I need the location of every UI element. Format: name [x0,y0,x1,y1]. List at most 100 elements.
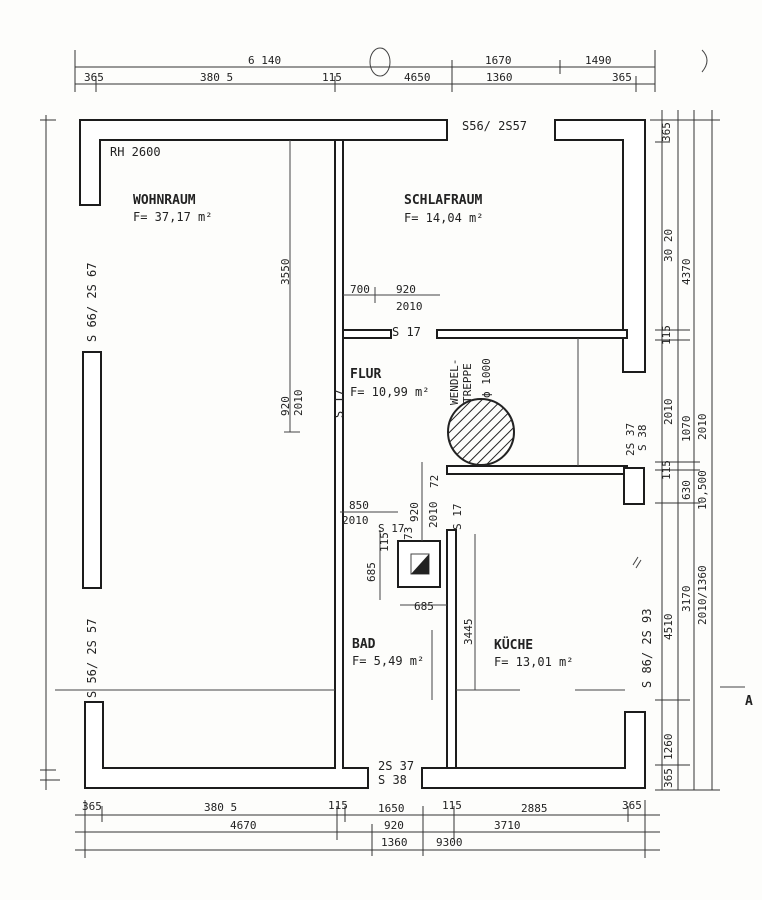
room-wohnraum-name: WOHNRAUM [133,193,196,208]
dim-right-10500: 10,500 [696,470,709,510]
window-code-left-upper: S 66/ 2S 67 [85,263,99,342]
dim-int-3550: 3550 [279,259,292,286]
dim-right-2010-1360: 2010/1360 [696,565,709,625]
window-code-right-lower: S 86/ 2S 93 [640,609,654,688]
dim-int-700: 700 [350,283,370,296]
dim-top-365-left: 365 [84,71,104,84]
room-kueche-area: F= 13,01 m² [494,655,573,669]
wall-right-pier [623,467,645,505]
dim-right-115-b: 115 [660,460,673,480]
dim-int-920-schlaf: 920 [396,283,416,296]
bottom-dimensions: 365 380 5 115 1650 115 2885 365 4670 920… [75,799,660,858]
spiral-stair [447,398,515,466]
dim-bottom-1360: 1360 [381,836,408,849]
window-code-right-upper-1: 2S 37 [624,423,637,456]
walls [79,119,646,789]
wall-top-left [79,119,448,206]
details [55,140,745,700]
window-code-top-right: S56/ 2S57 [462,119,527,133]
wall-bottom-right [421,711,646,789]
stair-label-2: TREPPE [461,363,474,403]
punch-hole-mark [369,47,391,77]
dim-right-365-top: 365 [660,122,673,142]
wall-top-right [554,119,646,373]
wall-schlaf-flur-left [342,329,392,339]
dim-int-2010-schlaf: 2010 [396,300,423,313]
right-dimensions: 365 30 20 4370 115 2010 1070 2010 115 63… [650,110,720,791]
dim-int-2010-left: 2010 [292,390,305,417]
dim-right-1070: 1070 [680,416,693,443]
dim-int-73: 73 [402,527,415,540]
dim-right-4370: 4370 [680,259,693,286]
dim-bottom-3805: 380 5 [204,801,237,814]
room-bad-area: F= 5,49 m² [352,654,424,668]
room-bad-name: BAD [352,637,376,652]
wall-flur-kueche [446,465,628,475]
dim-int-115-bad: 115 [378,532,391,552]
wall-bath-kitchen [446,529,457,769]
dim-top-1490: 1490 [585,54,612,67]
room-schlafraum-area: F= 14,04 m² [404,211,483,225]
dim-bottom-1650: 1650 [378,802,405,815]
dim-int-685-h: 685 [414,600,434,613]
dim-int-850: 850 [349,499,369,512]
room-kueche-name: KÜCHE [494,637,533,653]
room-schlafraum-name: SCHLAFRAUM [404,193,482,208]
door-code-flur: S 17 [332,389,346,418]
door-code-schlaf: S 17 [392,325,421,339]
dim-bottom-365-left: 365 [82,800,102,813]
dim-top-6140: 6 140 [248,54,281,67]
dim-bottom-3710: 3710 [494,819,521,832]
room-labels: RH 2600 WOHNRAUM F= 37,17 m² SCHLAFRAUM … [110,145,753,709]
window-code-bottom-2: S 38 [378,773,407,787]
dim-bottom-115-a: 115 [328,799,348,812]
dim-right-1260: 1260 [662,734,675,761]
section-marker: A [745,694,753,709]
door-code-kueche: S 17 [451,504,464,531]
dim-top-1670: 1670 [485,54,512,67]
dim-bottom-365-right: 365 [622,799,642,812]
dim-right-630: 630 [680,480,693,500]
window-code-left-lower: S 56/ 2S 57 [85,619,99,698]
dim-right-365-bottom: 365 [662,768,675,788]
dim-int-920-left: 920 [279,396,292,416]
dim-bottom-2885: 2885 [521,802,548,815]
dim-top-1360: 1360 [486,71,513,84]
dim-bottom-920: 920 [384,819,404,832]
dim-right-4510: 4510 [662,614,675,641]
dim-right-2010-b: 2010 [696,414,709,441]
dim-int-920-bad: 920 [408,502,421,522]
dim-int-685-v: 685 [365,562,378,582]
window-code-right-upper-2: S 38 [636,425,649,452]
door-code-bad: S 17 [378,522,405,535]
room-flur-name: FLUR [350,367,381,382]
dim-bottom-4670: 4670 [230,819,257,832]
dim-right-115-a: 115 [660,325,673,345]
stair-label-1: WENDEL- [448,359,461,405]
dim-int-2010-bad: 2010 [342,514,369,527]
left-dimensions [40,115,60,790]
room-flur-area: F= 10,99 m² [350,385,429,399]
wall-schlaf-flur-right [436,329,628,339]
dim-int-3445: 3445 [462,619,475,646]
stair-diameter: ϕ 1000 [480,358,493,398]
dim-top-3805: 380 5 [200,71,233,84]
dim-bottom-115-b: 115 [442,799,462,812]
chimney [397,540,441,588]
dim-int-72: 72 [428,475,441,488]
room-height-label: RH 2600 [110,145,161,159]
window-code-bottom-1: 2S 37 [378,759,414,773]
top-dimensions: 6 140 1670 1490 365 380 5 115 4650 1360 … [74,47,708,92]
dim-top-4650: 4650 [404,71,431,84]
wall-bottom-left [84,139,369,789]
wall-left-pier [82,351,102,589]
dim-int-2010-bad-v: 2010 [427,502,440,529]
edge-mark [701,49,708,73]
dim-right-3170: 3170 [680,586,693,613]
spiral-stair-circle [447,398,515,466]
opening-codes: S56/ 2S57 S 66/ 2S 67 S 56/ 2S 57 S 86/ … [85,119,654,787]
dim-bottom-9300: 9300 [436,836,463,849]
dim-top-115: 115 [322,71,342,84]
dim-top-365-right: 365 [612,71,632,84]
